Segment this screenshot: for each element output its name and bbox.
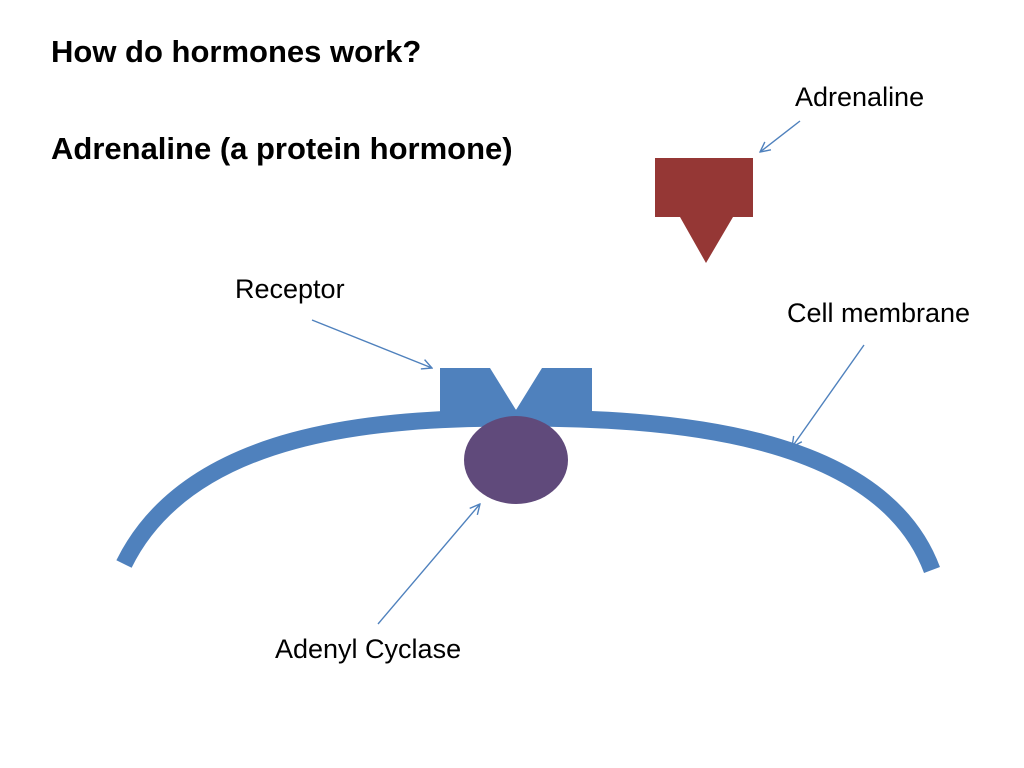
- cell-membrane-label: Cell membrane: [787, 298, 971, 328]
- adenyl-cyclase: [464, 416, 568, 504]
- slide-title: How do hormones work?: [51, 34, 422, 69]
- receptor: [440, 368, 592, 414]
- cyclase-pointer-arrow: [377, 504, 480, 625]
- receptor-pointer-arrow: [311, 319, 432, 368]
- adrenaline-label: Adrenaline: [795, 82, 925, 112]
- adrenaline-pointer-arrow: [760, 120, 801, 152]
- receptor-label: Receptor: [235, 274, 345, 304]
- adenyl-cyclase-label: Adenyl Cyclase: [275, 634, 462, 664]
- adrenaline-molecule: [655, 158, 753, 263]
- membrane-pointer-arrow: [792, 344, 865, 447]
- slide-subtitle: Adrenaline (a protein hormone): [51, 131, 513, 166]
